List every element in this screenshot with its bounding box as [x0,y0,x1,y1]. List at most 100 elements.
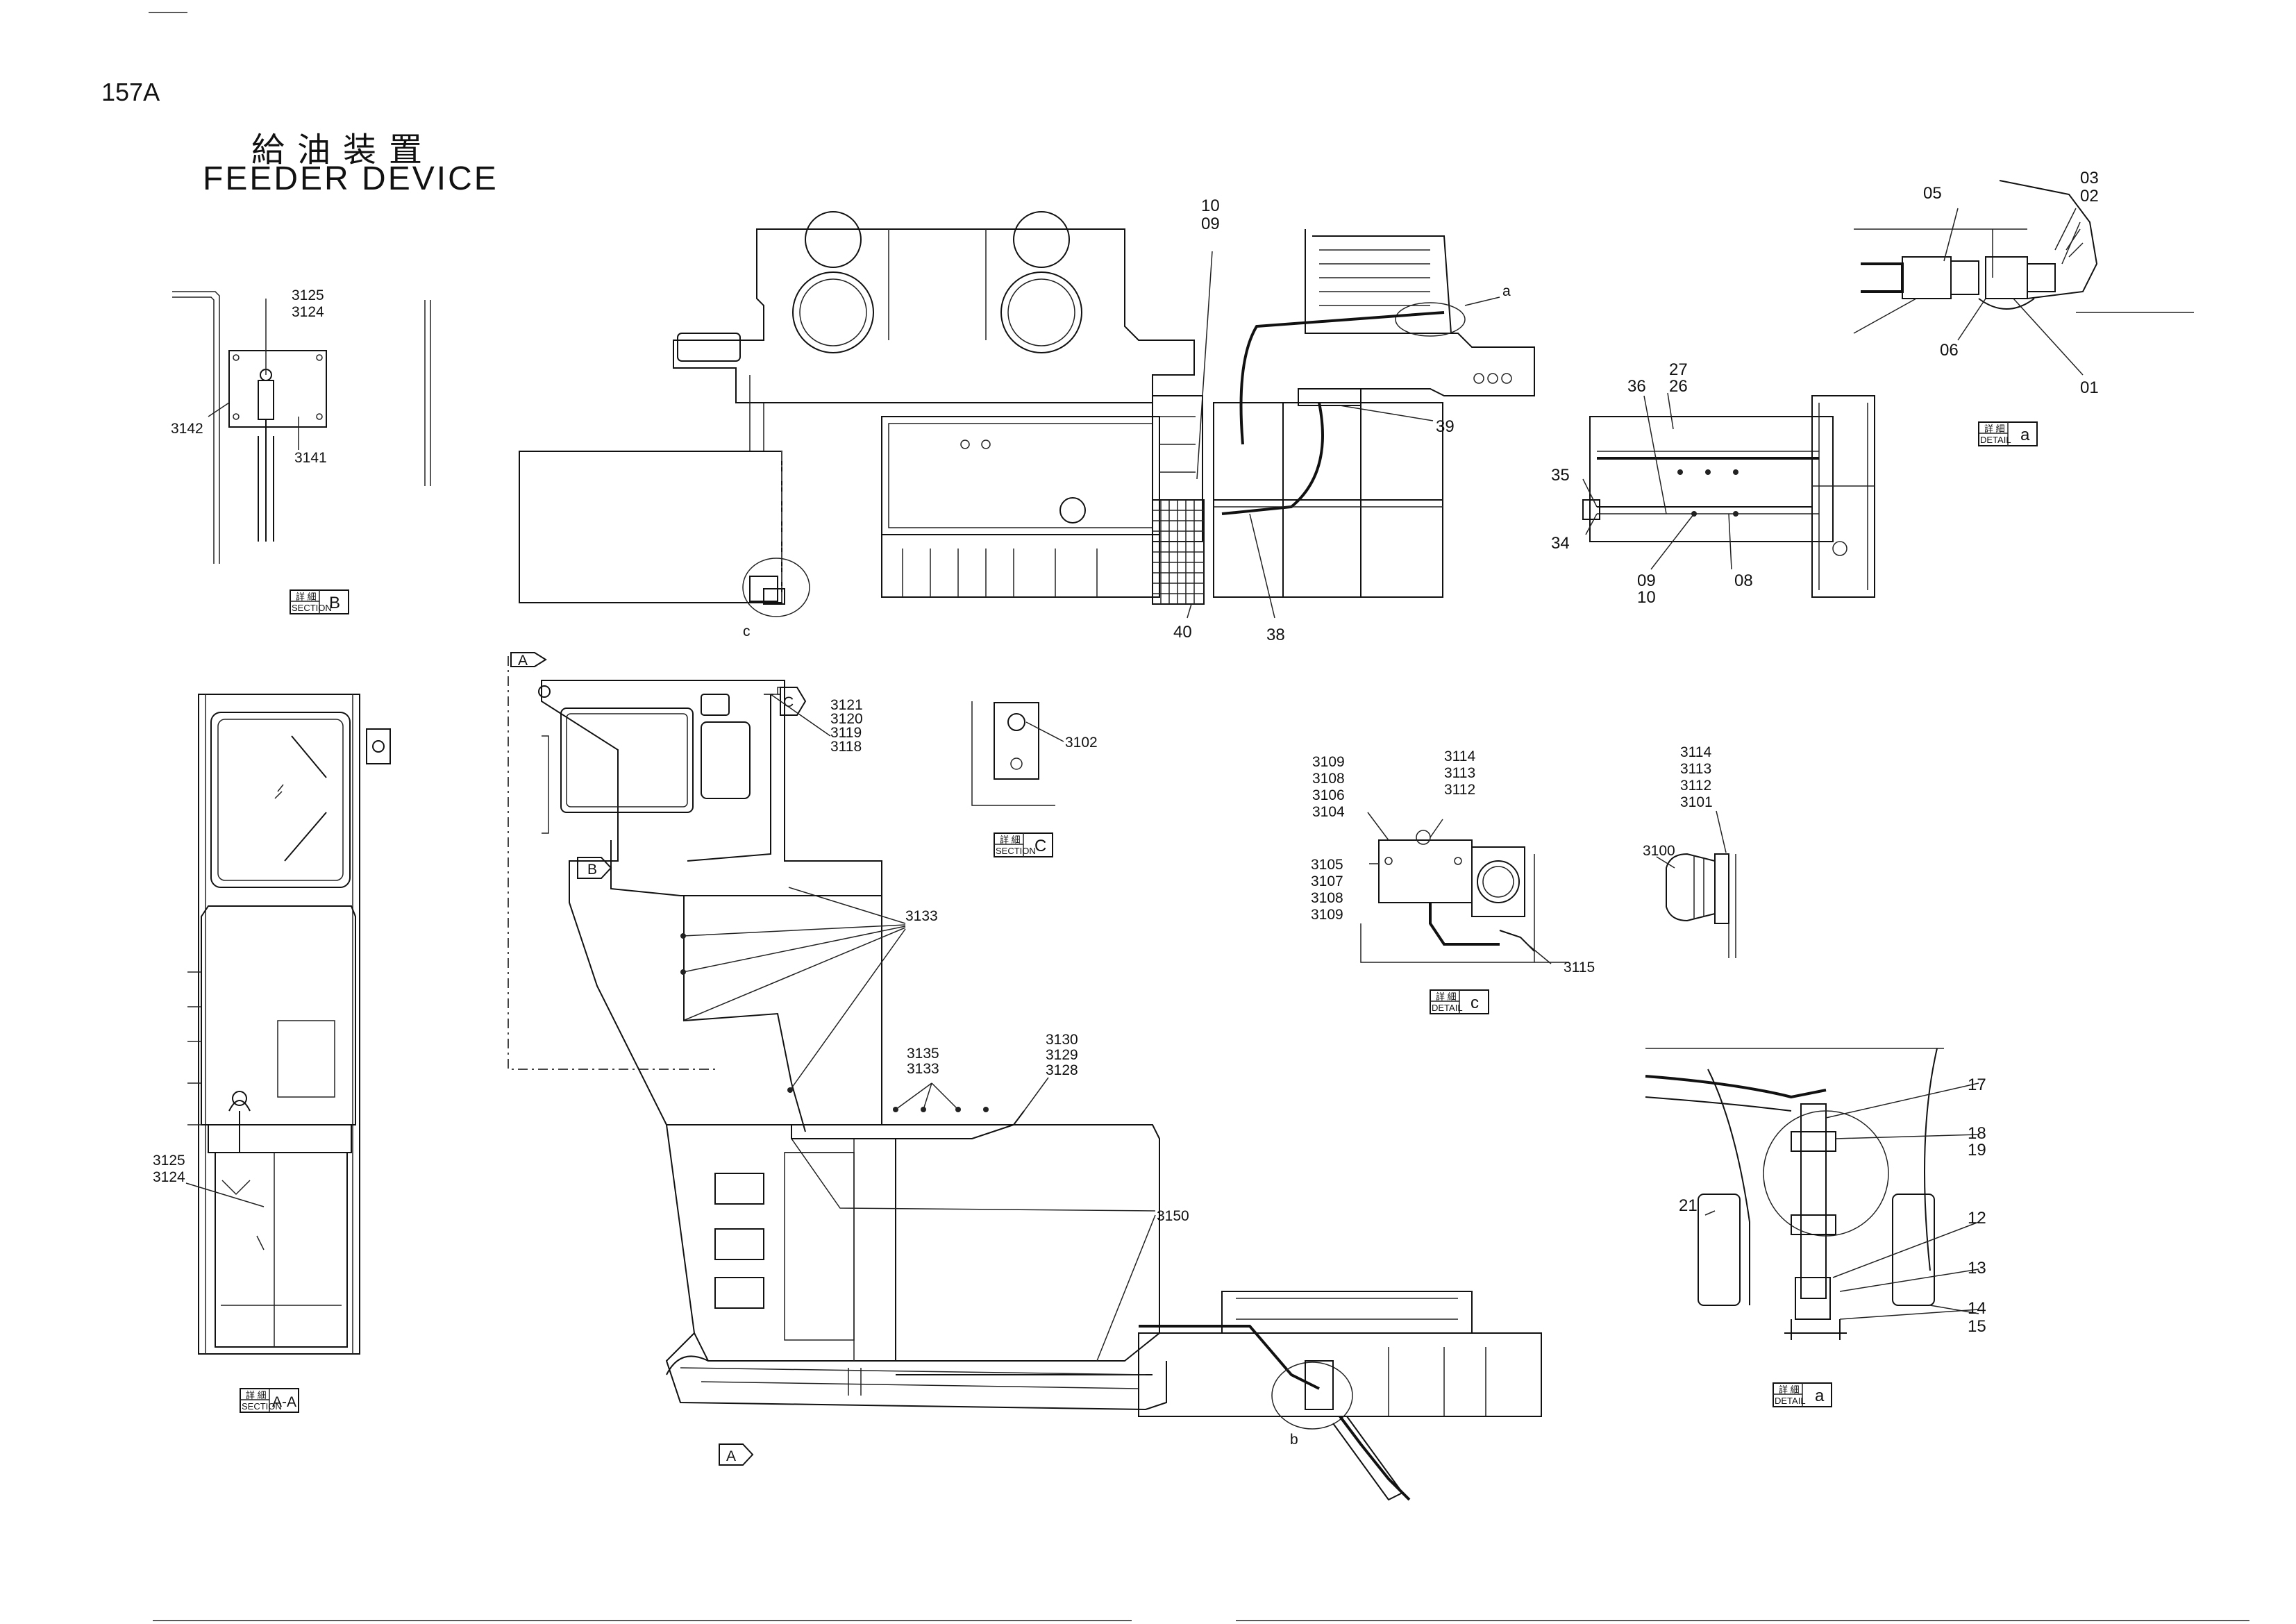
det-a-top-label-03: 03 [2080,169,2099,187]
cab-label-3128: 3128 [1046,1062,1078,1078]
sec-aa-label-3124: 3124 [153,1169,185,1185]
det-c-label-3114: 3114 [1444,748,1475,764]
title-japanese: 給油装置 [251,131,435,169]
main-circle-b-label: b [1290,1432,1298,1448]
section-b-view: 3125 3124 3142 3141 詳 細 SECTION B [171,287,431,614]
view-arrow-b: B [577,857,612,879]
section-c-tag-jp: 詳 細 [1000,835,1021,845]
det-a-bot-label-15: 15 [1968,1317,1986,1336]
section-aa-tag-word: SECTION [242,1401,282,1412]
lamp-label-3112: 3112 [1680,778,1711,794]
panel-label-35: 35 [1551,466,1570,485]
view-arrow-b-letter: B [587,862,597,878]
det-c-label-3105: 3105 [1311,857,1343,873]
det-c-label-3113: 3113 [1444,765,1475,781]
det-a-bot-label-18: 18 [1968,1124,1986,1143]
sec-b-label-3125: 3125 [292,287,324,303]
section-aa-tag-jp: 詳 細 [246,1390,267,1400]
det-c-label-3106: 3106 [1312,787,1345,803]
view-arrow-c: C [780,687,807,716]
section-c-tag-letter: C [1034,837,1046,855]
section-aa-tag: 詳 細 SECTION A-A [240,1388,299,1413]
panel-label-36: 36 [1627,377,1646,396]
det-a-bot-label-12: 12 [1968,1209,1986,1228]
panel-label-27: 27 [1669,360,1688,379]
section-aa-tag-letter: A-A [272,1394,296,1410]
det-c-label-3108a: 3108 [1312,771,1345,787]
view-arrow-a-top: A [510,652,547,669]
title-english: FEEDER DEVICE [203,160,498,197]
main-label-10: 10 [1201,196,1220,215]
detail-a-bottom-tag-word: DETAIL [1775,1396,1806,1406]
panel-label-10: 10 [1637,588,1656,607]
cab-label-3120: 3120 [830,711,863,727]
panel-label-26: 26 [1669,377,1688,396]
main-label-38: 38 [1266,626,1285,644]
cab-label-3133b: 3133 [907,1061,939,1077]
section-b-tag-letter: B [329,594,340,612]
section-c-tag: 詳 細 SECTION C [994,832,1053,857]
det-a-bot-label-13: 13 [1968,1259,1986,1278]
detail-a-top-tag-word: DETAIL [1980,435,2011,445]
panel-label-08: 08 [1734,571,1753,590]
detail-a-top-tag: 詳 細 DETAIL a [1978,421,2038,446]
det-c-label-3112: 3112 [1444,782,1475,798]
detail-a-bottom-tag: 詳 細 DETAIL a [1773,1382,1832,1407]
sec-b-label-3141: 3141 [294,450,327,466]
det-c-label-3115: 3115 [1564,960,1595,976]
detail-a-bottom-tag-letter: a [1815,1387,1825,1405]
page-number: 157A [101,78,160,106]
cab-label-3150: 3150 [1157,1208,1189,1224]
sec-aa-label-3125: 3125 [153,1153,185,1169]
sec-b-label-3142: 3142 [171,421,203,437]
det-a-top-label-01: 01 [2080,378,2099,397]
detail-a-top-tag-letter: a [2020,426,2030,444]
det-c-label-3108b: 3108 [1311,890,1343,906]
detail-c-tag: 詳 細 DETAIL c [1430,989,1489,1014]
cab-label-3118: 3118 [830,739,862,755]
section-c-view: 3102 詳 細 SECTION C [971,701,1098,857]
section-b-tag-word: SECTION [292,603,332,613]
sec-b-label-3124: 3124 [292,304,324,320]
view-arrow-a-bottom-letter: A [726,1448,736,1464]
detail-c-tag-word: DETAIL [1432,1003,1463,1013]
main-top-view: a [519,196,1535,644]
lamp-view: 3114 3113 3112 3101 3100 [1643,744,1736,958]
view-arrow-a-bottom: A [719,1443,754,1466]
det-c-label-3104: 3104 [1312,804,1345,820]
main-label-09: 09 [1201,215,1220,233]
det-a-top-label-06: 06 [1940,341,1959,360]
cab-label-3129: 3129 [1046,1047,1078,1063]
lamp-label-3100: 3100 [1643,843,1675,859]
cab-label-3135: 3135 [907,1046,939,1062]
det-a-bot-label-14: 14 [1968,1299,1986,1318]
panel-label-34: 34 [1551,534,1570,553]
main-label-39: 39 [1436,417,1455,436]
section-b-tag: 詳 細 SECTION B [290,589,349,614]
cab-label-3119: 3119 [830,725,862,741]
cab-label-3133: 3133 [905,908,938,924]
sec-c-label-3102: 3102 [1065,735,1098,751]
det-a-bot-label-21: 21 [1679,1196,1698,1215]
view-arrow-a-top-letter: A [518,653,528,669]
section-c-tag-word: SECTION [996,846,1036,856]
view-arrow-c-letter: C [783,694,794,710]
det-a-top-label-05: 05 [1923,184,1942,203]
section-aa-view: 3125 3124 詳 細 SECTION A-A [153,694,391,1413]
detail-a-bottom-tag-jp: 詳 細 [1779,1384,1800,1395]
det-a-bot-label-19: 19 [1968,1141,1986,1160]
det-c-label-3109a: 3109 [1312,754,1345,770]
panel-label-09: 09 [1637,571,1656,590]
det-c-label-3107: 3107 [1311,873,1343,889]
detail-c-tag-jp: 詳 細 [1436,991,1457,1002]
lamp-label-3114: 3114 [1680,744,1711,760]
detail-c-tag-letter: c [1470,994,1479,1012]
det-a-bot-label-17: 17 [1968,1075,1986,1094]
main-circle-a-label: a [1502,283,1511,299]
main-cab-view: A B C [508,652,1542,1501]
lamp-label-3101: 3101 [1680,794,1713,810]
detail-a-bottom-view: 17 18 19 12 13 14 15 21 詳 細 DETAIL a [1645,1048,1986,1407]
det-a-top-label-02: 02 [2080,187,2099,206]
